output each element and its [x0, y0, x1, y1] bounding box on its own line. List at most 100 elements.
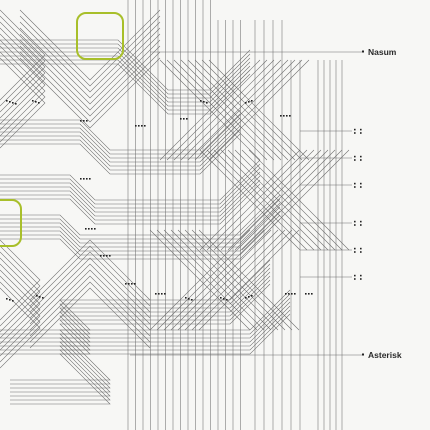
dot-marker — [226, 299, 228, 301]
cross-diagonal — [227, 149, 329, 251]
routed-line — [10, 313, 291, 405]
dot-marker — [36, 295, 38, 297]
terminal-dot — [360, 159, 362, 161]
dot-marker — [9, 299, 11, 301]
dot-marker — [245, 102, 247, 104]
dot-marker — [188, 298, 190, 300]
diagonal-line — [29, 269, 151, 331]
dot-marker — [288, 293, 290, 295]
routed-line — [0, 109, 241, 151]
diagonal-line — [19, 33, 161, 105]
dot-marker — [86, 178, 88, 180]
dot-marker — [85, 228, 87, 230]
terminal-marker-bottom — [362, 353, 364, 356]
dot-marker — [291, 293, 293, 295]
routed-line — [10, 305, 291, 397]
dot-marker — [248, 101, 250, 103]
diagonal-line — [29, 251, 151, 313]
label-nasum: Nasum — [368, 47, 397, 57]
cross-diagonal — [201, 59, 303, 161]
diagonal-line — [0, 33, 46, 125]
diagonal-line — [19, 27, 161, 99]
terminal-dot — [360, 224, 362, 226]
routed-line — [0, 171, 261, 213]
diagonal-line — [19, 45, 161, 117]
dot-marker — [94, 228, 96, 230]
cross-diagonal — [159, 59, 261, 161]
dot-marker — [80, 178, 82, 180]
dot-marker — [106, 255, 108, 257]
routed-line — [10, 301, 291, 393]
cross-diagonal — [170, 229, 272, 331]
dot-marker — [6, 100, 8, 102]
routed-line — [0, 43, 251, 95]
dot-marker — [251, 295, 253, 297]
dot-marker — [12, 300, 14, 302]
dot-marker — [91, 228, 93, 230]
dot-marker — [245, 297, 247, 299]
diagonal-line — [0, 39, 46, 131]
terminal-dot — [360, 251, 362, 253]
terminal-dot — [354, 247, 356, 250]
dot-marker — [191, 299, 193, 301]
dot-marker — [186, 118, 188, 120]
dot-marker — [220, 297, 222, 299]
dot-marker — [128, 283, 130, 285]
diagonal-line — [19, 9, 161, 81]
diagonal-line — [0, 269, 41, 351]
routed-line — [0, 47, 251, 99]
dot-marker — [135, 125, 137, 127]
diagonal-line — [29, 245, 151, 307]
cross-diagonal — [208, 59, 310, 161]
diagonal-line — [29, 257, 151, 319]
dot-marker — [286, 115, 288, 117]
diagonal-line — [0, 9, 46, 101]
terminal-dot — [354, 128, 356, 131]
routed-line — [0, 183, 261, 225]
diagonal-line — [19, 39, 161, 111]
routed-line — [0, 202, 281, 244]
dot-marker — [280, 115, 282, 117]
diagonal-line — [0, 27, 46, 119]
terminal-dot — [360, 247, 362, 250]
diagonal-line — [19, 51, 161, 123]
diagonal-line — [0, 45, 46, 137]
dot-marker — [200, 100, 202, 102]
routed-line — [0, 179, 261, 221]
dot-marker — [89, 178, 91, 180]
dot-marker — [283, 115, 285, 117]
terminal-dot — [354, 251, 356, 253]
cross-diagonal — [220, 149, 322, 251]
diagonal-line — [0, 281, 41, 363]
routed-line — [0, 283, 271, 355]
dot-marker — [308, 293, 310, 295]
diagonal-line — [19, 15, 161, 87]
terminal-dot — [354, 155, 356, 158]
terminal-dot — [360, 155, 362, 158]
routed-line — [0, 125, 241, 167]
cross-diagonal — [156, 229, 258, 331]
routed-line — [0, 117, 241, 159]
highlight-frame-left — [0, 199, 22, 247]
diagonal-line — [29, 281, 151, 343]
dot-marker — [100, 255, 102, 257]
diagonal-line — [0, 263, 41, 345]
cross-diagonal — [199, 149, 301, 251]
dot-marker — [289, 115, 291, 117]
routed-line — [0, 59, 251, 111]
dot-marker — [141, 125, 143, 127]
terminal-dot — [354, 132, 356, 134]
cross-diagonal — [248, 149, 350, 251]
cross-diagonal — [163, 229, 265, 331]
dot-marker — [183, 118, 185, 120]
dot-marker — [248, 296, 250, 298]
highlight-frame-top — [76, 12, 124, 60]
diagonal-line — [0, 57, 46, 149]
label-asterisk: Asterisk — [368, 350, 402, 360]
terminal-dot — [354, 274, 356, 277]
terminal-dot — [360, 278, 362, 280]
dot-marker — [203, 101, 205, 103]
dot-marker — [164, 293, 166, 295]
cross-diagonal — [241, 149, 343, 251]
